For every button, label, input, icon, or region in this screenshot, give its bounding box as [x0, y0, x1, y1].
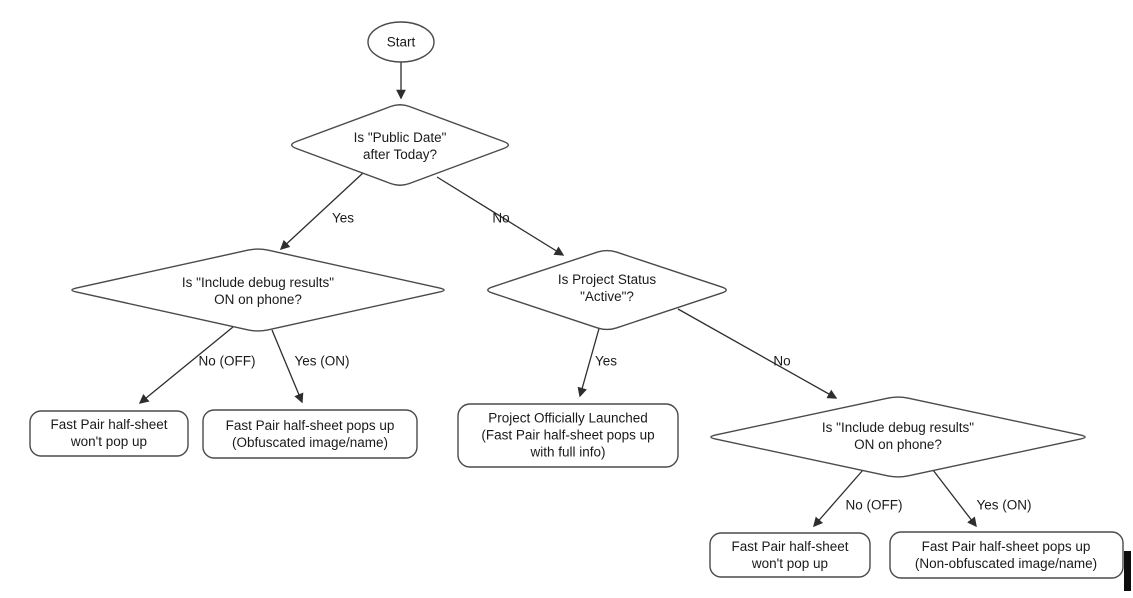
edge-label-debug-left-yes: Yes (ON) [294, 353, 350, 369]
edge-label-project-status-yes: Yes [594, 353, 618, 369]
result-non-obfuscated-shape [889, 531, 1124, 579]
result-wont-popup-right-shape [709, 532, 871, 578]
edge-label-project-status-no: No [773, 353, 791, 369]
decision-debug-right-label: Is "Include debug results" ON on phone? [821, 420, 975, 452]
arrow-debug-right-no [813, 469, 864, 528]
edge-label-public-date-yes: Yes [331, 210, 355, 226]
arrow-debug-right-yes [932, 469, 977, 528]
edge-label-debug-right-yes: Yes (ON) [976, 497, 1032, 513]
decision-debug-left-shape [71, 248, 445, 332]
decision-debug-right-shape [710, 396, 1086, 478]
arrow-debug-left-yes [271, 329, 304, 404]
decision-project-status-shape [487, 249, 727, 331]
result-wont-popup-left-label: Fast Pair half-sheet won't pop up [50, 417, 168, 449]
result-launched-label: Project Officially Launched (Fast Pair h… [481, 410, 655, 460]
decision-project-status-label: Is Project Status "Active"? [557, 272, 657, 304]
flowchart-arrows [138, 62, 977, 528]
edge-label-debug-left-no: No (OFF) [198, 353, 256, 369]
result-launched-shape [457, 403, 679, 468]
result-wont-popup-left-shape [29, 410, 189, 457]
decision-debug-left-label: Is "Include debug results" ON on phone? [181, 275, 335, 307]
decision-public-date-label: Is "Public Date" after Today? [353, 130, 447, 162]
start-node-shape [367, 21, 435, 63]
edge-label-debug-right-no: No (OFF) [845, 497, 903, 513]
arrow-debug-left-no [138, 326, 234, 404]
arrow-project-status-yes [577, 324, 601, 398]
start-node-label: Start [386, 34, 416, 50]
result-wont-popup-right-label: Fast Pair half-sheet won't pop up [731, 539, 849, 571]
arrow-public-date-yes [279, 172, 364, 250]
result-obfuscated-shape [202, 409, 418, 459]
arrow-public-date-no [436, 176, 565, 256]
decision-public-date-shape [291, 104, 509, 186]
edge-label-public-date-no: No [492, 210, 510, 226]
arrow-project-status-no [677, 308, 838, 399]
flowchart-shapes [29, 21, 1131, 591]
result-non-obfuscated-label: Fast Pair half-sheet pops up (Non-obfusc… [914, 539, 1098, 571]
text-cursor-artifact [1124, 551, 1131, 591]
result-obfuscated-label: Fast Pair half-sheet pops up (Obfuscated… [225, 418, 395, 450]
